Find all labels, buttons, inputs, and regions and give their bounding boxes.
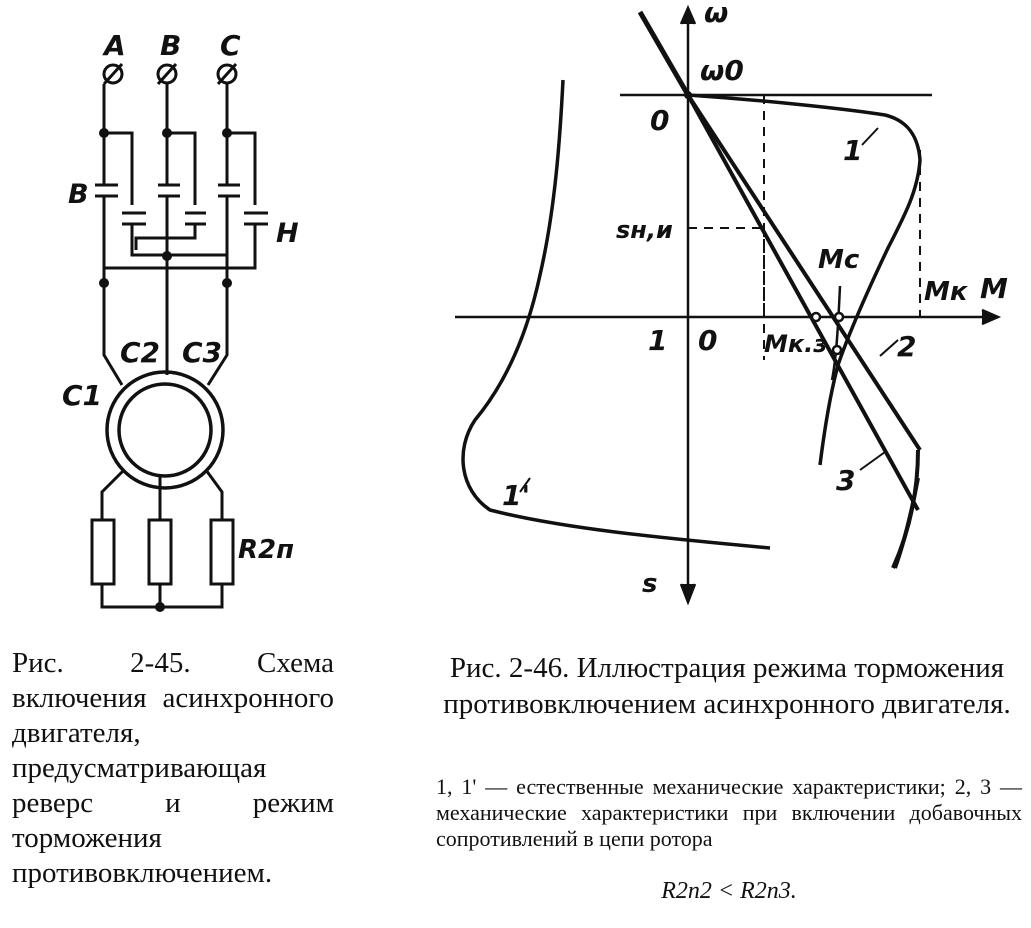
label-Mc: Mc [818, 245, 860, 275]
label-curve-3: 3 [836, 464, 855, 497]
chart-labels: ω ω0 0 sн,и Mc Mк M 1 0 Mк.з 1 2 3 1' s [502, 0, 1008, 599]
wiring-diagram [90, 62, 268, 612]
curve-1 [687, 93, 922, 466]
figures-canvas: A B C В Н C1 C2 C3 R2п [62, 0, 1008, 612]
label-curve-2: 2 [897, 330, 916, 363]
label-B: B [160, 29, 181, 62]
label-Mkz: Mк.з [764, 330, 827, 358]
label-curve-1: 1 [843, 134, 862, 167]
label-contactor-reverse: Н [276, 218, 299, 249]
resistor-3 [209, 518, 235, 586]
label-C: C [220, 29, 241, 62]
label-curve-1-prime: 1' [502, 479, 530, 512]
label-C2: C2 [120, 336, 160, 369]
label-tick-1: 1 [648, 324, 667, 357]
label-axis-s: s [642, 569, 657, 599]
terminal-B [156, 62, 178, 86]
curve-2 [686, 93, 922, 452]
curve-3 [686, 94, 920, 511]
figure-2-45-caption: Рис. 2-45. Схема включения асинхронного … [12, 647, 334, 889]
label-rotor-resistor: R2п [238, 535, 294, 565]
label-C3: C3 [182, 336, 222, 369]
curve-1-prime [461, 79, 771, 550]
figure-2-46-legend: 1, 1' — естественные механические характ… [436, 774, 1022, 851]
label-omega0: ω0 [700, 54, 744, 87]
figure-2-46-formula: R2п2 < R2п3. [661, 878, 797, 904]
label-C1: C1 [62, 379, 102, 412]
axis-M [455, 308, 1002, 326]
load-torque-line [830, 285, 842, 381]
label-axis-omega: ω [704, 0, 728, 29]
wiring-labels: A B C В Н C1 C2 C3 R2п [62, 29, 299, 565]
resistor-2 [147, 518, 173, 586]
label-s-nominal: sн,и [616, 216, 673, 244]
axis-omega [679, 4, 697, 606]
terminal-C [216, 62, 238, 86]
label-A: A [102, 29, 126, 62]
label-origin-top: 0 [650, 104, 669, 137]
label-Mk: Mк [924, 277, 969, 307]
terminal-A [102, 62, 124, 86]
motor-stator [105, 370, 225, 490]
label-contactor-forward: В [68, 179, 89, 210]
figure-2-46-caption: Рис. 2-46. Иллюстрация режима торможения… [443, 652, 1011, 720]
label-axis-M: M [980, 272, 1008, 305]
motor-rotor [117, 382, 213, 478]
characteristics-chart [455, 4, 1002, 606]
resistor-1 [90, 518, 116, 586]
label-origin-mid: 0 [698, 324, 717, 357]
